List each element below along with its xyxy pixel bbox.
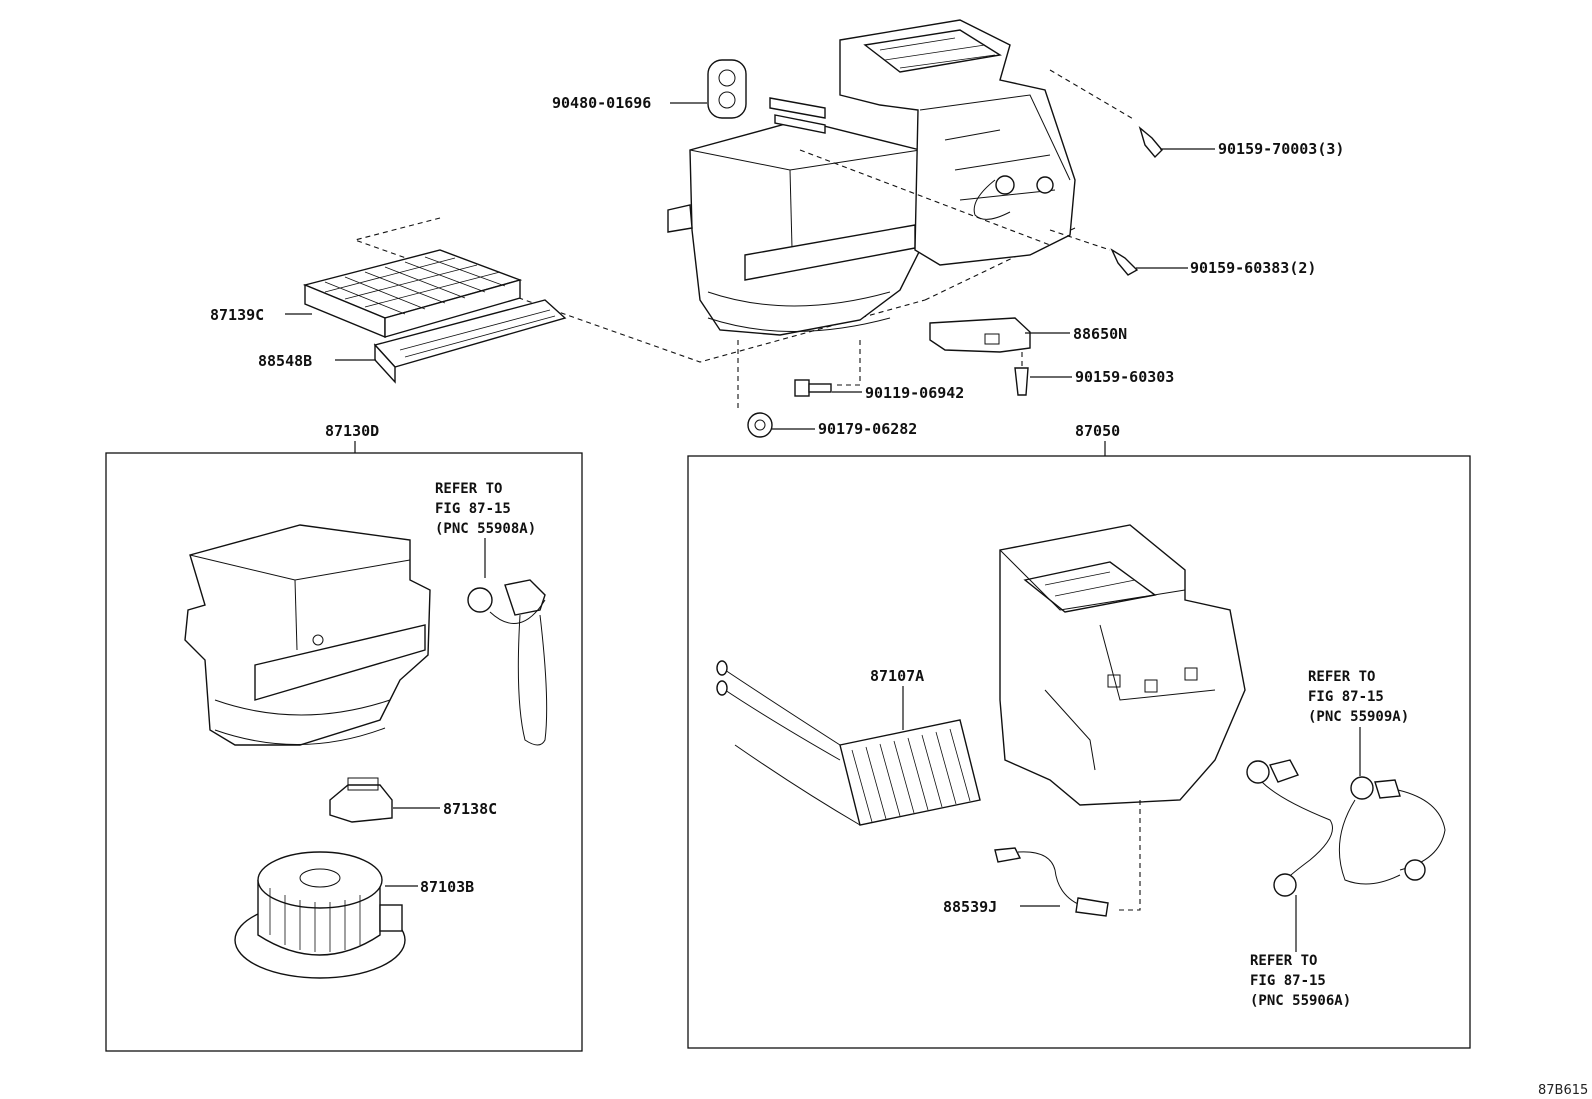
screw-part-60383	[1110, 248, 1188, 276]
refer-line2-55909A: FIG 87-15	[1308, 689, 1384, 705]
refer-line3-55909A: (PNC 55909A)	[1308, 709, 1409, 725]
box-87130D	[105, 452, 583, 1052]
box-87050	[687, 455, 1471, 1049]
resistor-part	[329, 777, 440, 823]
refer-line3-55908A: (PNC 55908A)	[435, 521, 536, 537]
blower-motor-part	[234, 851, 418, 979]
label-88539J: 88539J	[943, 898, 997, 916]
label-88650N: 88650N	[1073, 325, 1127, 343]
clip-part-60303	[1014, 352, 1072, 396]
label-90159-60303: 90159-60303	[1075, 368, 1174, 386]
nut-part-06282	[747, 412, 815, 438]
label-87138C: 87138C	[443, 800, 497, 818]
blower-case-part	[184, 524, 431, 746]
heater-unit-part	[999, 524, 1246, 911]
label-90159-70003: 90159-70003(3)	[1218, 140, 1344, 158]
refer-line2-55908A: FIG 87-15	[435, 501, 511, 517]
label-90179-06282: 90179-06282	[818, 420, 917, 438]
label-88548B: 88548B	[258, 352, 312, 370]
refer-line1-55909A: REFER TO	[1308, 669, 1375, 685]
label-87107A: 87107A	[870, 667, 924, 685]
grommet-part	[670, 59, 747, 119]
label-87050: 87050	[1075, 422, 1120, 440]
label-87130D: 87130D	[325, 422, 379, 440]
hvac-unit-assembly	[353, 19, 1136, 410]
drain-hose-part	[994, 847, 1109, 917]
label-87103B: 87103B	[420, 878, 474, 896]
figure-id: 87B615	[1538, 1083, 1588, 1098]
label-90159-60383: 90159-60383(2)	[1190, 259, 1316, 277]
amplifier-part	[929, 317, 1070, 353]
label-90480-01696: 90480-01696	[552, 94, 651, 112]
bolt-part-06942	[794, 379, 862, 397]
refer-line3-55906A: (PNC 55906A)	[1250, 993, 1351, 1009]
refer-line2-55906A: FIG 87-15	[1250, 973, 1326, 989]
label-90119-06942: 90119-06942	[865, 384, 964, 402]
heater-core-part	[716, 660, 981, 826]
screw-part-70003	[1138, 125, 1215, 159]
filter-cover-part	[335, 299, 567, 384]
refer-line1-55906A: REFER TO	[1250, 953, 1317, 969]
refer-line1-55908A: REFER TO	[435, 481, 502, 497]
servo-motors-part-55909A-55906A	[1246, 759, 1446, 897]
air-filter-part	[285, 249, 523, 339]
label-87139C: 87139C	[210, 306, 264, 324]
servo-motor-part-55908A	[467, 579, 548, 746]
